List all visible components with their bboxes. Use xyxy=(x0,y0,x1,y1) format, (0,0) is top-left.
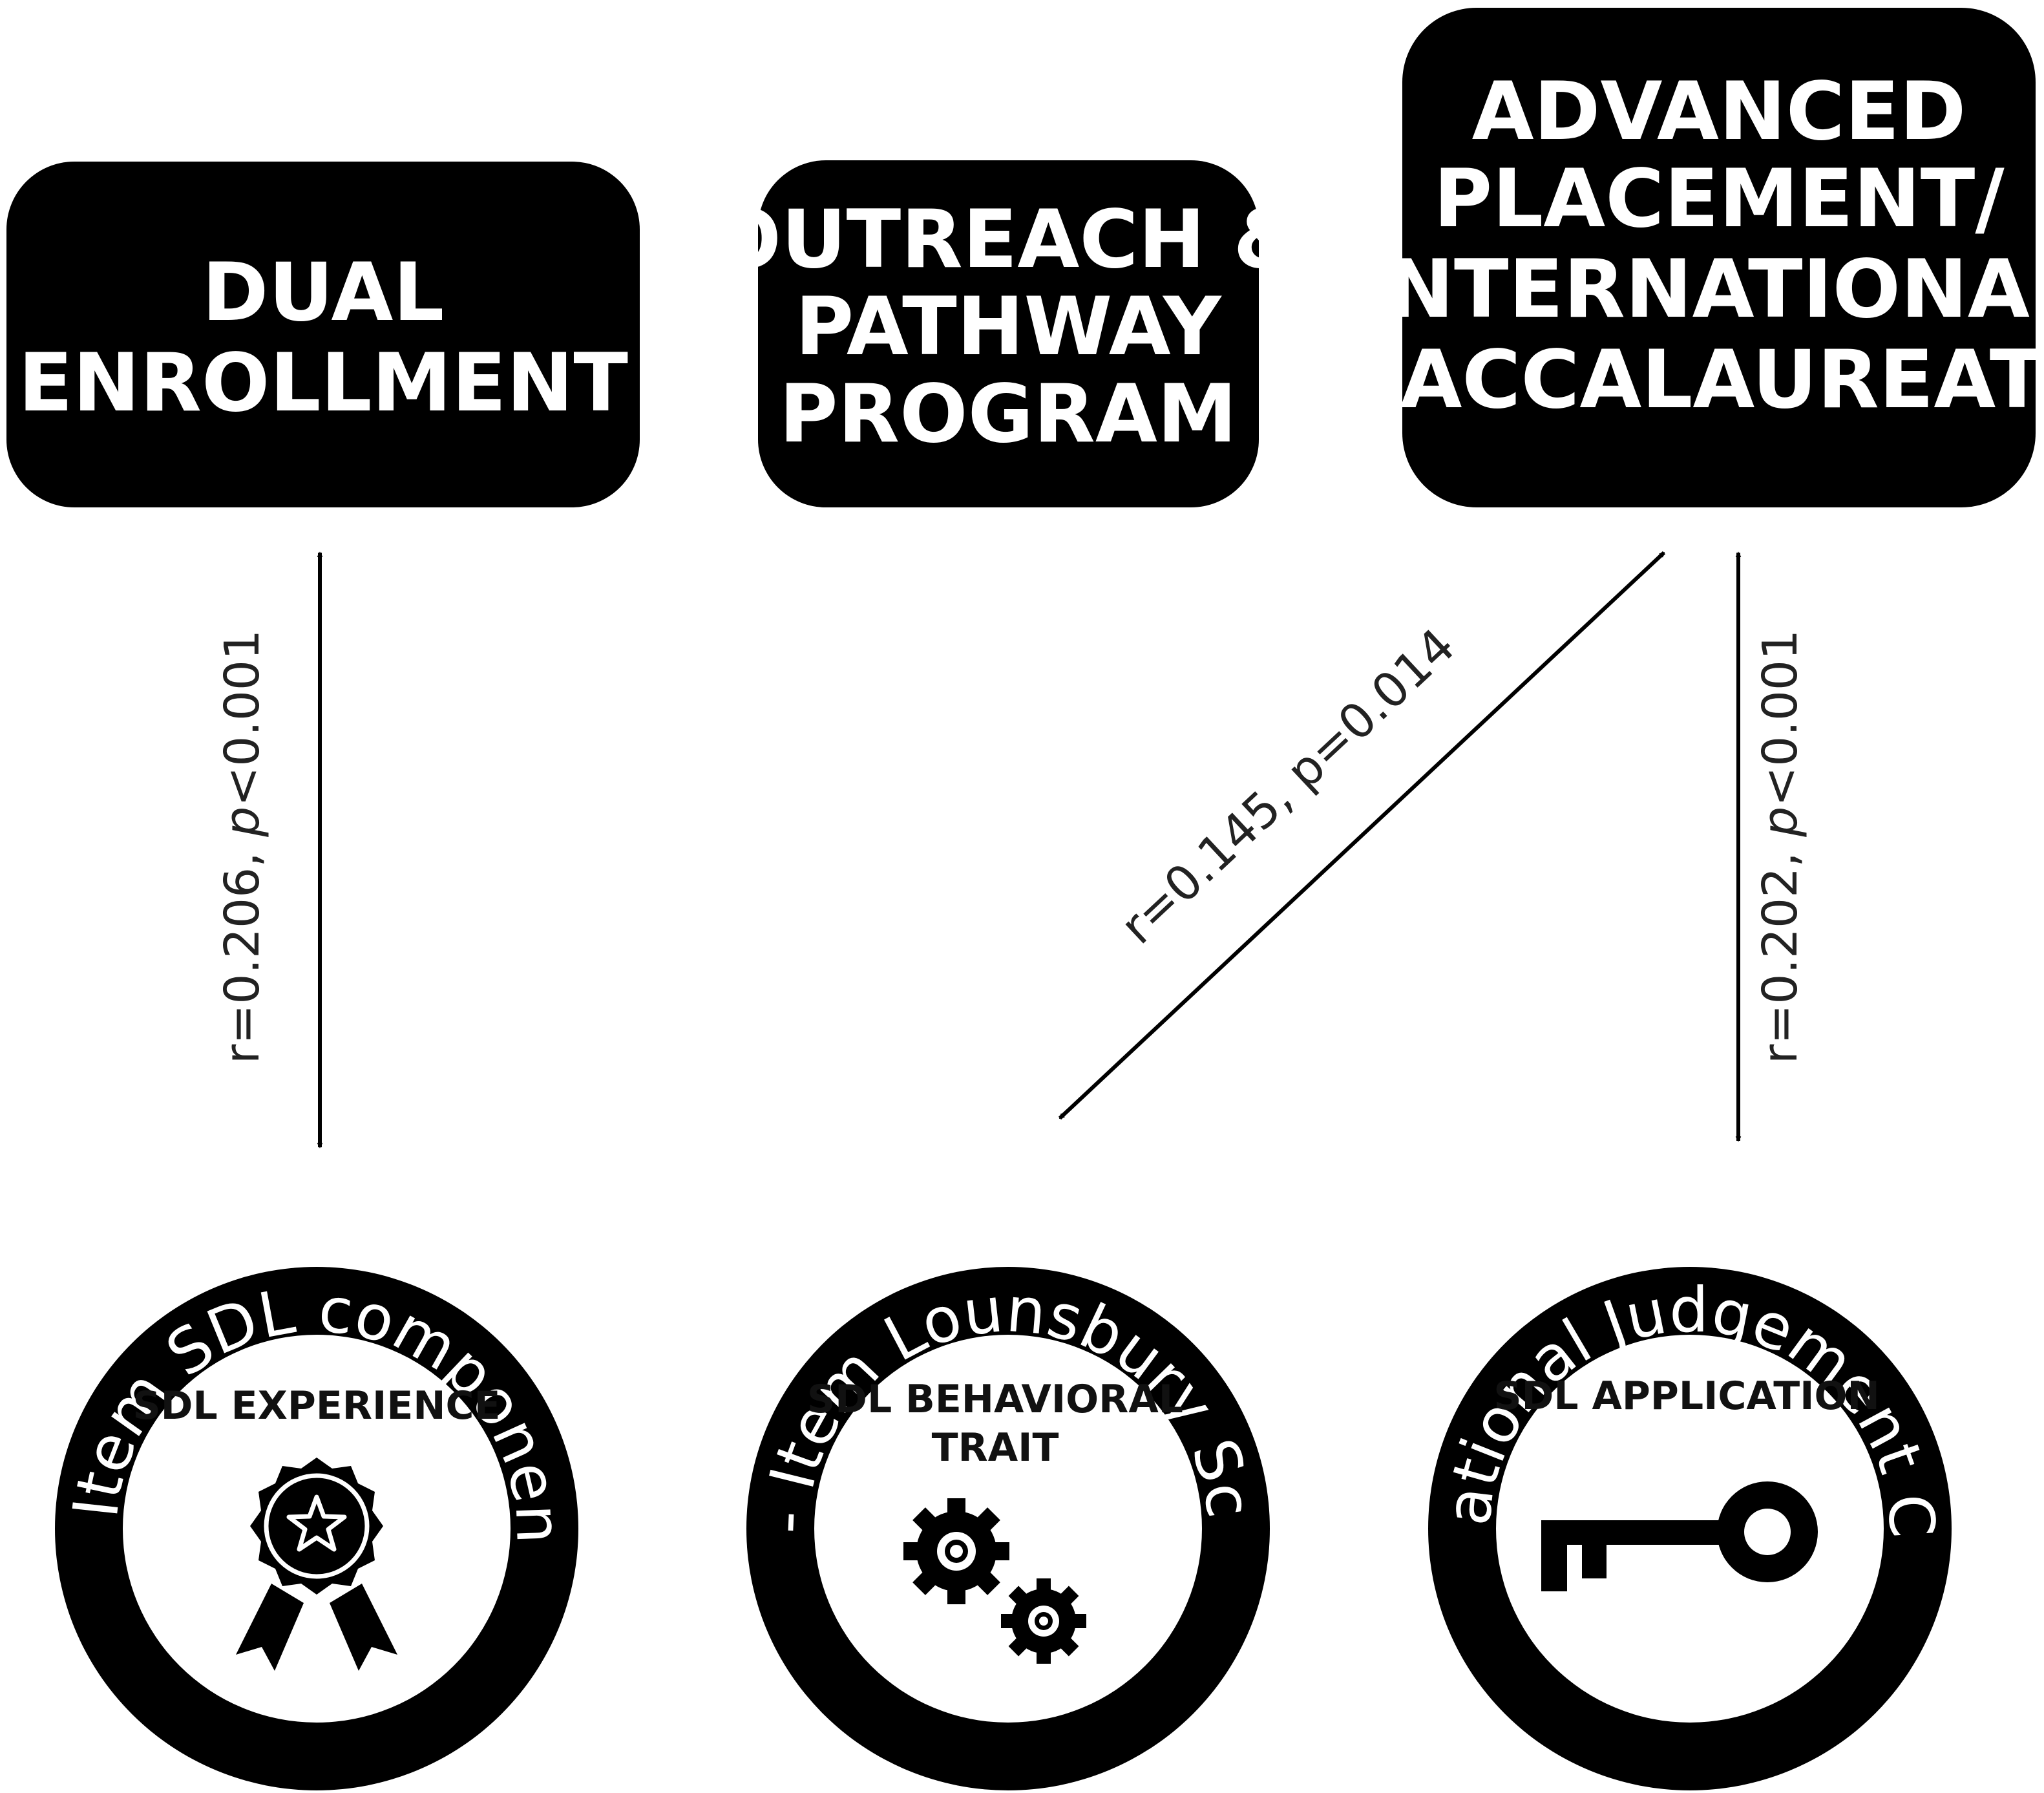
program-label-line: PATHWAY xyxy=(795,281,1222,374)
correlation-label-dual-components: r=0.206, p<0.001 xyxy=(215,630,270,1064)
program-label-line: ADVANCED xyxy=(1472,65,1966,158)
program-label-line: BACCALAUREATE xyxy=(1339,334,2044,427)
program-label-line: PLACEMENT/ xyxy=(1433,153,2005,246)
program-label-line: INTERNATIONAL xyxy=(1357,243,2044,336)
correlation-arrow-apib-lounsbury xyxy=(1058,551,1666,1120)
program-label-line: DUAL xyxy=(202,246,445,339)
gears-icon xyxy=(903,1498,1086,1664)
measure-title: TRAIT xyxy=(932,1425,1059,1470)
program-label-line: PROGRAM xyxy=(779,368,1237,461)
program-box-ap-ib: ADVANCED PLACEMENT/ INTERNATIONAL BACCAL… xyxy=(1339,8,2044,507)
measure-title: SDL EXPERIENCE xyxy=(132,1383,500,1428)
award-ribbon-icon xyxy=(236,1458,397,1671)
program-box-dual-enrollment: DUAL ENROLLMENT xyxy=(6,162,640,507)
program-label-line: OUTREACH & xyxy=(713,193,1303,286)
key-icon xyxy=(1541,1481,1818,1591)
program-box-outreach-pathway: OUTREACH & PATHWAY PROGRAM xyxy=(713,160,1303,507)
correlation-label-apib-situational: r=0.202, p<0.001 xyxy=(1753,630,1808,1064)
measure-title: SDL APPLICATION xyxy=(1493,1374,1879,1419)
program-label-line: ENROLLMENT xyxy=(18,337,628,430)
measure-title: SDL BEHAVIORAL xyxy=(807,1377,1183,1422)
